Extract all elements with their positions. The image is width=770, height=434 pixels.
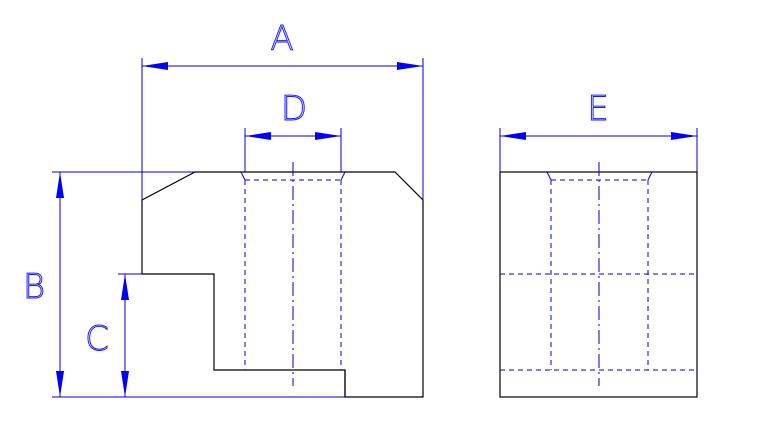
dim-c-arrow-bottom xyxy=(121,371,129,397)
dimension-a: A xyxy=(141,19,424,200)
dim-a-label: A xyxy=(270,19,293,59)
dim-b-arrow-top xyxy=(56,172,64,198)
dim-d-label: D xyxy=(281,89,307,129)
dim-d-arrow-left xyxy=(245,132,271,140)
dim-b-arrow-bottom xyxy=(56,371,64,397)
dimension-b: B xyxy=(22,171,345,398)
dim-c-arrow-top xyxy=(121,274,129,300)
dim-d-arrow-right xyxy=(315,132,341,140)
front-view xyxy=(141,162,424,398)
dim-a-arrow-right xyxy=(397,62,423,70)
dimension-c: C xyxy=(85,273,142,397)
dim-b-label: B xyxy=(23,267,45,307)
side-bore-chamfer-right xyxy=(647,171,653,181)
front-view-outline xyxy=(141,171,424,398)
dim-c-label: C xyxy=(85,319,109,359)
side-view xyxy=(499,162,698,398)
dim-a-arrow-left xyxy=(142,62,168,70)
dim-e-arrow-right xyxy=(671,132,697,140)
dim-e-label: E xyxy=(587,89,608,129)
dim-e-arrow-left xyxy=(500,132,526,140)
front-bore-chamfer-left xyxy=(240,171,246,181)
dimension-e: E xyxy=(499,89,698,172)
side-bore-chamfer-left xyxy=(546,171,552,181)
front-bore-chamfer-right xyxy=(340,171,346,181)
dimension-d: D xyxy=(244,89,342,172)
